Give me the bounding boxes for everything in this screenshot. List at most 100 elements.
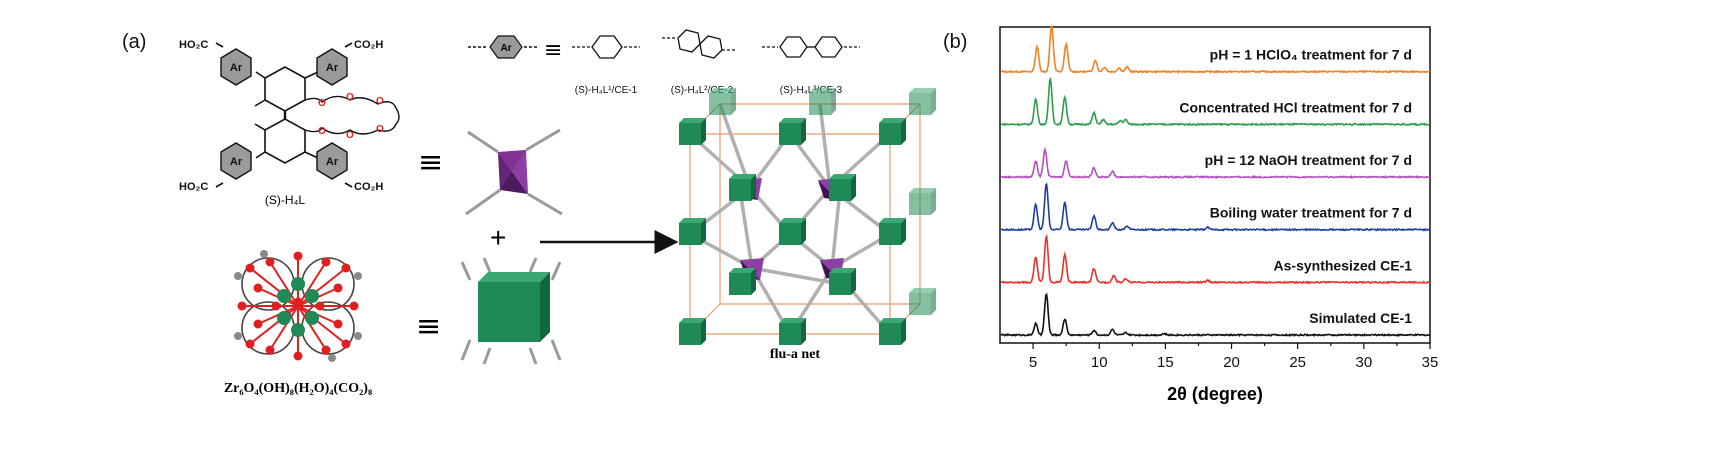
x-tick-label: 15 [1157,354,1174,371]
net-cube-node [909,293,931,315]
net-cube-top [679,118,706,123]
oxygen-atom [341,339,351,349]
ar-definition-equiv: ≡ [544,38,562,63]
net-cube-top [909,88,936,93]
trace-label-4: As-synthesized CE-1 [1274,257,1413,273]
net-cube-top [879,318,906,323]
ce3-label: (S)-H₄L³/CE-3 [780,85,843,96]
x-tick-label: 20 [1223,354,1240,371]
net-cube-side [701,218,706,245]
net-cube-side [701,118,706,145]
oxygen-atom [237,301,247,311]
net-link [738,189,754,269]
net-cube-side [751,174,756,201]
net-label: flu-a net [770,347,821,362]
phenylene-ring [591,35,623,59]
panel-a-label: (a) [122,31,147,53]
zr-atom [305,289,319,303]
net-cube-node [779,223,801,245]
net-cube-side [931,288,936,315]
net-link [830,189,842,269]
net-cube-top [909,288,936,293]
oxygen-atom [315,301,325,311]
net-cube-node [829,273,851,295]
net-cube-node [909,93,931,115]
net-cube-side [701,318,706,345]
net-cube-side [931,88,936,115]
net-cube-top [779,318,806,323]
trace-labels: pH = 1 HClO₄ treatment for 7 dConcentrat… [1179,47,1412,326]
crown-o-1: O [318,98,326,109]
ar-label-br: Ar [326,156,339,168]
panel-b-chart: pH = 1 HClO₄ treatment for 7 dConcentrat… [999,25,1438,404]
ar-definition-row: Ar ≡ (S)-H₄L¹/CE-1 (S)-H₄L²/CE-2 [468,29,860,96]
oxygen-atom [265,257,275,267]
net-cube-node [679,323,701,345]
net-cube-side [901,318,906,345]
equiv-symbol-ligand: ≡ [418,145,443,180]
cooh-bottom-left: HO₂C [179,181,208,193]
net-cube-node [809,93,831,115]
crown-o-5: O [346,130,354,141]
zr-atom [277,311,291,325]
net-cube-top [729,174,756,179]
net-cube-side [901,118,906,145]
pxrd-trace-3 [1000,182,1431,232]
oxygen-atom [253,283,263,293]
cluster-bond [269,305,299,351]
oxygen-atom [321,257,331,267]
net-cube-side [751,268,756,295]
net-cube-node [729,179,751,201]
cluster-bond [249,267,299,307]
ar-ring-tl [220,48,252,86]
net-cube-node [879,223,901,245]
carbon-atom [234,332,242,340]
ar-ring-br [316,142,348,180]
zr-atom [277,289,291,303]
cluster-bond [297,267,347,307]
ar-ring-tr [316,48,348,86]
net-cube-top [729,268,756,273]
carbon-atom [354,272,362,280]
biphenyl-ring-2 [814,36,843,58]
oxygen-atom [341,263,351,273]
net-cube-node [879,323,901,345]
net-cube-side [901,218,906,245]
plus-sign: + [490,222,506,253]
net-cube-top [779,218,806,223]
ring-top [264,66,306,112]
oxygen-atom [293,351,303,361]
net-cube-top [679,218,706,223]
carbon-atom [354,332,362,340]
flu-a-net [679,88,936,345]
net-cube-side [931,188,936,215]
cooh-top-right: CO₂H [354,39,383,51]
x-tick-label: 5 [1029,354,1037,371]
biphenyl-ring-1 [779,36,808,58]
carbon-atom [260,250,268,258]
cluster-bond [297,261,327,307]
net-cube-node [709,93,731,115]
oxygen-atom [293,251,303,261]
net-cube-node [829,179,851,201]
panel-a-scheme: O O O O O O Ar Ar Ar Ar HO₂C [179,29,936,396]
oxygen-atom [333,319,343,329]
cluster-bond [297,305,327,351]
x-tick-label: 10 [1091,354,1108,371]
ar-label-tr: Ar [326,62,339,74]
oxygen-atom [349,301,359,311]
cluster-bond [297,305,347,345]
net-cube-top [679,318,706,323]
oxygen-atom [333,283,343,293]
net-cube-top [779,118,806,123]
ligand-structure: O O O O O O Ar Ar Ar Ar HO₂C [179,39,400,207]
net-cube-node [879,123,901,145]
ligand-name: (S)-H₄L [265,193,306,207]
ar-ring-bl [220,142,252,180]
zr-atom [305,311,319,325]
oxygen-atom [245,339,255,349]
trace-label-5: Simulated CE-1 [1309,310,1412,326]
net-cube-side [801,218,806,245]
oxygen-atom [321,345,331,355]
